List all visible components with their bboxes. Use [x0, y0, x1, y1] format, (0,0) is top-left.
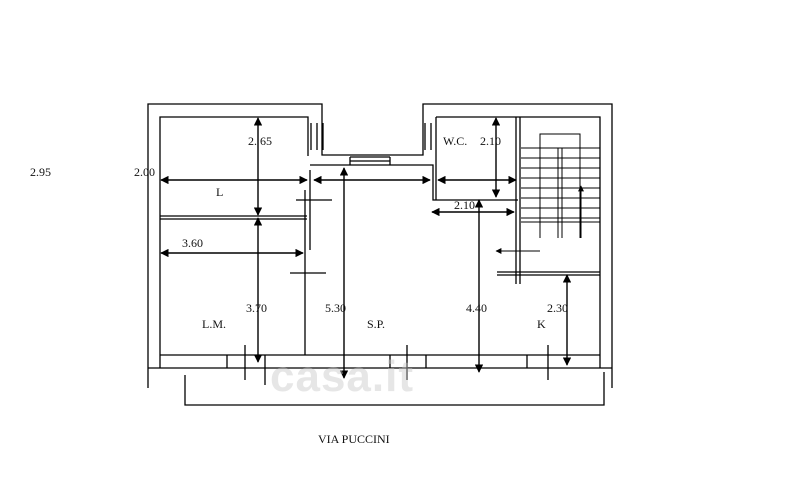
dim-lm-height: 3.70	[246, 301, 267, 315]
dim-sp-height: 5.30	[325, 301, 346, 315]
dim-sp-right-height: 4.40	[466, 301, 487, 315]
street-label: VIA PUCCINI	[318, 432, 390, 446]
dim-l-width: 2.00	[134, 165, 155, 179]
dim-wc-width: 2.10	[454, 198, 475, 212]
dimension-lines	[160, 117, 572, 379]
walls	[147, 103, 613, 406]
room-k: K	[537, 317, 546, 331]
room-l: L	[216, 185, 224, 199]
dim-l-height: 2. 65	[248, 134, 272, 148]
room-sp: S.P.	[367, 317, 386, 331]
room-lm: L.M.	[202, 317, 226, 331]
watermark: casa.it	[270, 352, 414, 401]
dim-k-height: 2.30	[547, 301, 568, 315]
stairs	[495, 133, 600, 254]
dim-left-side: 2.95	[30, 165, 51, 179]
room-wc: W.C.	[443, 134, 468, 148]
dim-wc-height: 2.10	[480, 134, 501, 148]
dim-lm-width: 3.60	[182, 236, 203, 250]
